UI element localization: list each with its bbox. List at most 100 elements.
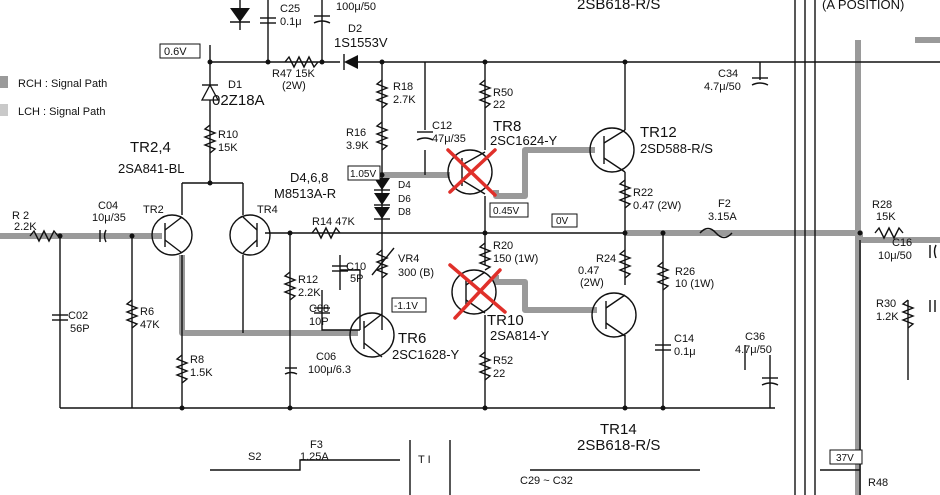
svg-text:F2: F2 <box>718 198 731 210</box>
svg-text:C02: C02 <box>68 310 88 322</box>
svg-text:R6: R6 <box>140 306 154 318</box>
svg-text:3.15A: 3.15A <box>708 211 737 223</box>
svg-text:10 (1W): 10 (1W) <box>675 278 714 290</box>
svg-text:C25: C25 <box>280 3 300 15</box>
svg-text:D4: D4 <box>398 180 411 191</box>
svg-text:R48: R48 <box>868 477 888 489</box>
svg-text:C36: C36 <box>745 331 765 343</box>
svg-text:TR6: TR6 <box>398 330 426 347</box>
svg-text:R8: R8 <box>190 354 204 366</box>
svg-text:R 2: R 2 <box>12 210 29 222</box>
diodes <box>200 8 390 220</box>
svg-text:0.1μ: 0.1μ <box>674 346 696 358</box>
svg-text:R30: R30 <box>876 298 896 310</box>
svg-text:R26: R26 <box>675 266 695 278</box>
svg-text:0.1μ: 0.1μ <box>280 16 302 28</box>
legend-rch-swatch <box>0 76 8 88</box>
legend-lch-swatch <box>0 104 8 116</box>
svg-text:R47 15K: R47 15K <box>272 68 315 80</box>
svg-text:D2: D2 <box>348 23 362 35</box>
svg-text:150 (1W): 150 (1W) <box>493 253 538 265</box>
svg-text:R52: R52 <box>493 355 513 367</box>
svg-text:S2: S2 <box>248 451 261 463</box>
svg-text:R14 47K: R14 47K <box>312 216 355 228</box>
svg-text:0.47: 0.47 <box>578 265 599 277</box>
svg-text:TR14: TR14 <box>600 421 637 438</box>
svg-text:C16: C16 <box>892 237 912 249</box>
svg-text:TR12: TR12 <box>640 124 677 141</box>
svg-text:TR4: TR4 <box>257 204 278 216</box>
wiring <box>59 0 940 495</box>
svg-text:TR2,4: TR2,4 <box>130 139 171 156</box>
svg-text:47μ/35: 47μ/35 <box>432 133 466 145</box>
svg-text:1S1553V: 1S1553V <box>334 35 388 50</box>
svg-text:4.7μ/50: 4.7μ/50 <box>704 81 741 93</box>
labels: RCH : Signal Path LCH : Signal Path 2SB6… <box>12 0 912 489</box>
svg-text:C10: C10 <box>346 261 366 273</box>
svg-text:2SB618-R/S: 2SB618-R/S <box>577 0 660 13</box>
svg-text:10P: 10P <box>309 316 329 328</box>
svg-text:R20: R20 <box>493 240 513 252</box>
svg-text:1.25A: 1.25A <box>300 451 329 463</box>
svg-text:R22: R22 <box>633 187 653 199</box>
svg-text:TR10: TR10 <box>487 312 524 329</box>
svg-text:02Z18A: 02Z18A <box>212 92 265 109</box>
svg-text:2SA841-BL: 2SA841-BL <box>118 161 185 176</box>
svg-text:0.6V: 0.6V <box>164 46 187 58</box>
transistors <box>151 127 637 358</box>
svg-text:F3: F3 <box>310 439 323 451</box>
transistor-tr4 <box>229 214 271 256</box>
svg-text:2.7K: 2.7K <box>393 94 416 106</box>
svg-text:5P: 5P <box>350 273 363 285</box>
svg-text:R28: R28 <box>872 199 892 211</box>
svg-text:2.2K: 2.2K <box>14 221 37 233</box>
svg-text:3.9K: 3.9K <box>346 140 369 152</box>
svg-text:47K: 47K <box>140 319 160 331</box>
svg-text:2.2K: 2.2K <box>298 287 321 299</box>
svg-text:D6: D6 <box>398 194 411 205</box>
transistor-tr12 <box>589 127 635 173</box>
svg-text:TR8: TR8 <box>493 118 521 135</box>
svg-text:(2W): (2W) <box>282 80 306 92</box>
svg-text:C08: C08 <box>309 303 329 315</box>
svg-text:C12: C12 <box>432 120 452 132</box>
svg-text:C06: C06 <box>316 351 336 363</box>
fuse-f2 <box>699 227 733 239</box>
svg-text:1.05V: 1.05V <box>350 169 376 180</box>
svg-text:R10: R10 <box>218 129 238 141</box>
transistor-tr14 <box>591 292 637 338</box>
legend-rch: RCH : Signal Path <box>18 78 107 90</box>
transistor-tr2 <box>151 214 193 256</box>
voltage-boxes <box>159 43 863 465</box>
junction-dots <box>57 59 863 411</box>
svg-text:22: 22 <box>493 99 505 111</box>
red-x-marks <box>446 148 507 320</box>
svg-text:15K: 15K <box>218 142 238 154</box>
svg-text:1.2K: 1.2K <box>876 311 899 323</box>
svg-text:(2W): (2W) <box>580 277 604 289</box>
svg-text:0.47 (2W): 0.47 (2W) <box>633 200 681 212</box>
svg-text:0V: 0V <box>556 216 569 227</box>
svg-text:2SB618-R/S: 2SB618-R/S <box>577 437 660 454</box>
svg-text:R12: R12 <box>298 274 318 286</box>
svg-text:R18: R18 <box>393 81 413 93</box>
svg-text:D4,6,8: D4,6,8 <box>290 170 328 185</box>
svg-text:TR2: TR2 <box>143 204 164 216</box>
svg-text:(A POSITION): (A POSITION) <box>822 0 904 12</box>
svg-text:100μ/50: 100μ/50 <box>336 1 376 13</box>
svg-text:M8513A-R: M8513A-R <box>274 186 336 201</box>
svg-text:2SD588-R/S: 2SD588-R/S <box>640 141 713 156</box>
svg-text:-1.1V: -1.1V <box>394 301 418 312</box>
svg-text:R24: R24 <box>596 253 616 265</box>
svg-text:4.7μ/50: 4.7μ/50 <box>735 344 772 356</box>
capacitors <box>52 15 937 386</box>
resistors <box>29 55 915 384</box>
svg-text:37V: 37V <box>836 453 854 464</box>
svg-text:15K: 15K <box>876 211 896 223</box>
svg-text:100μ/6.3: 100μ/6.3 <box>308 364 351 376</box>
svg-text:56P: 56P <box>70 323 90 335</box>
svg-text:VR4: VR4 <box>398 253 419 265</box>
svg-text:C34: C34 <box>718 68 738 80</box>
svg-text:1.5K: 1.5K <box>190 367 213 379</box>
